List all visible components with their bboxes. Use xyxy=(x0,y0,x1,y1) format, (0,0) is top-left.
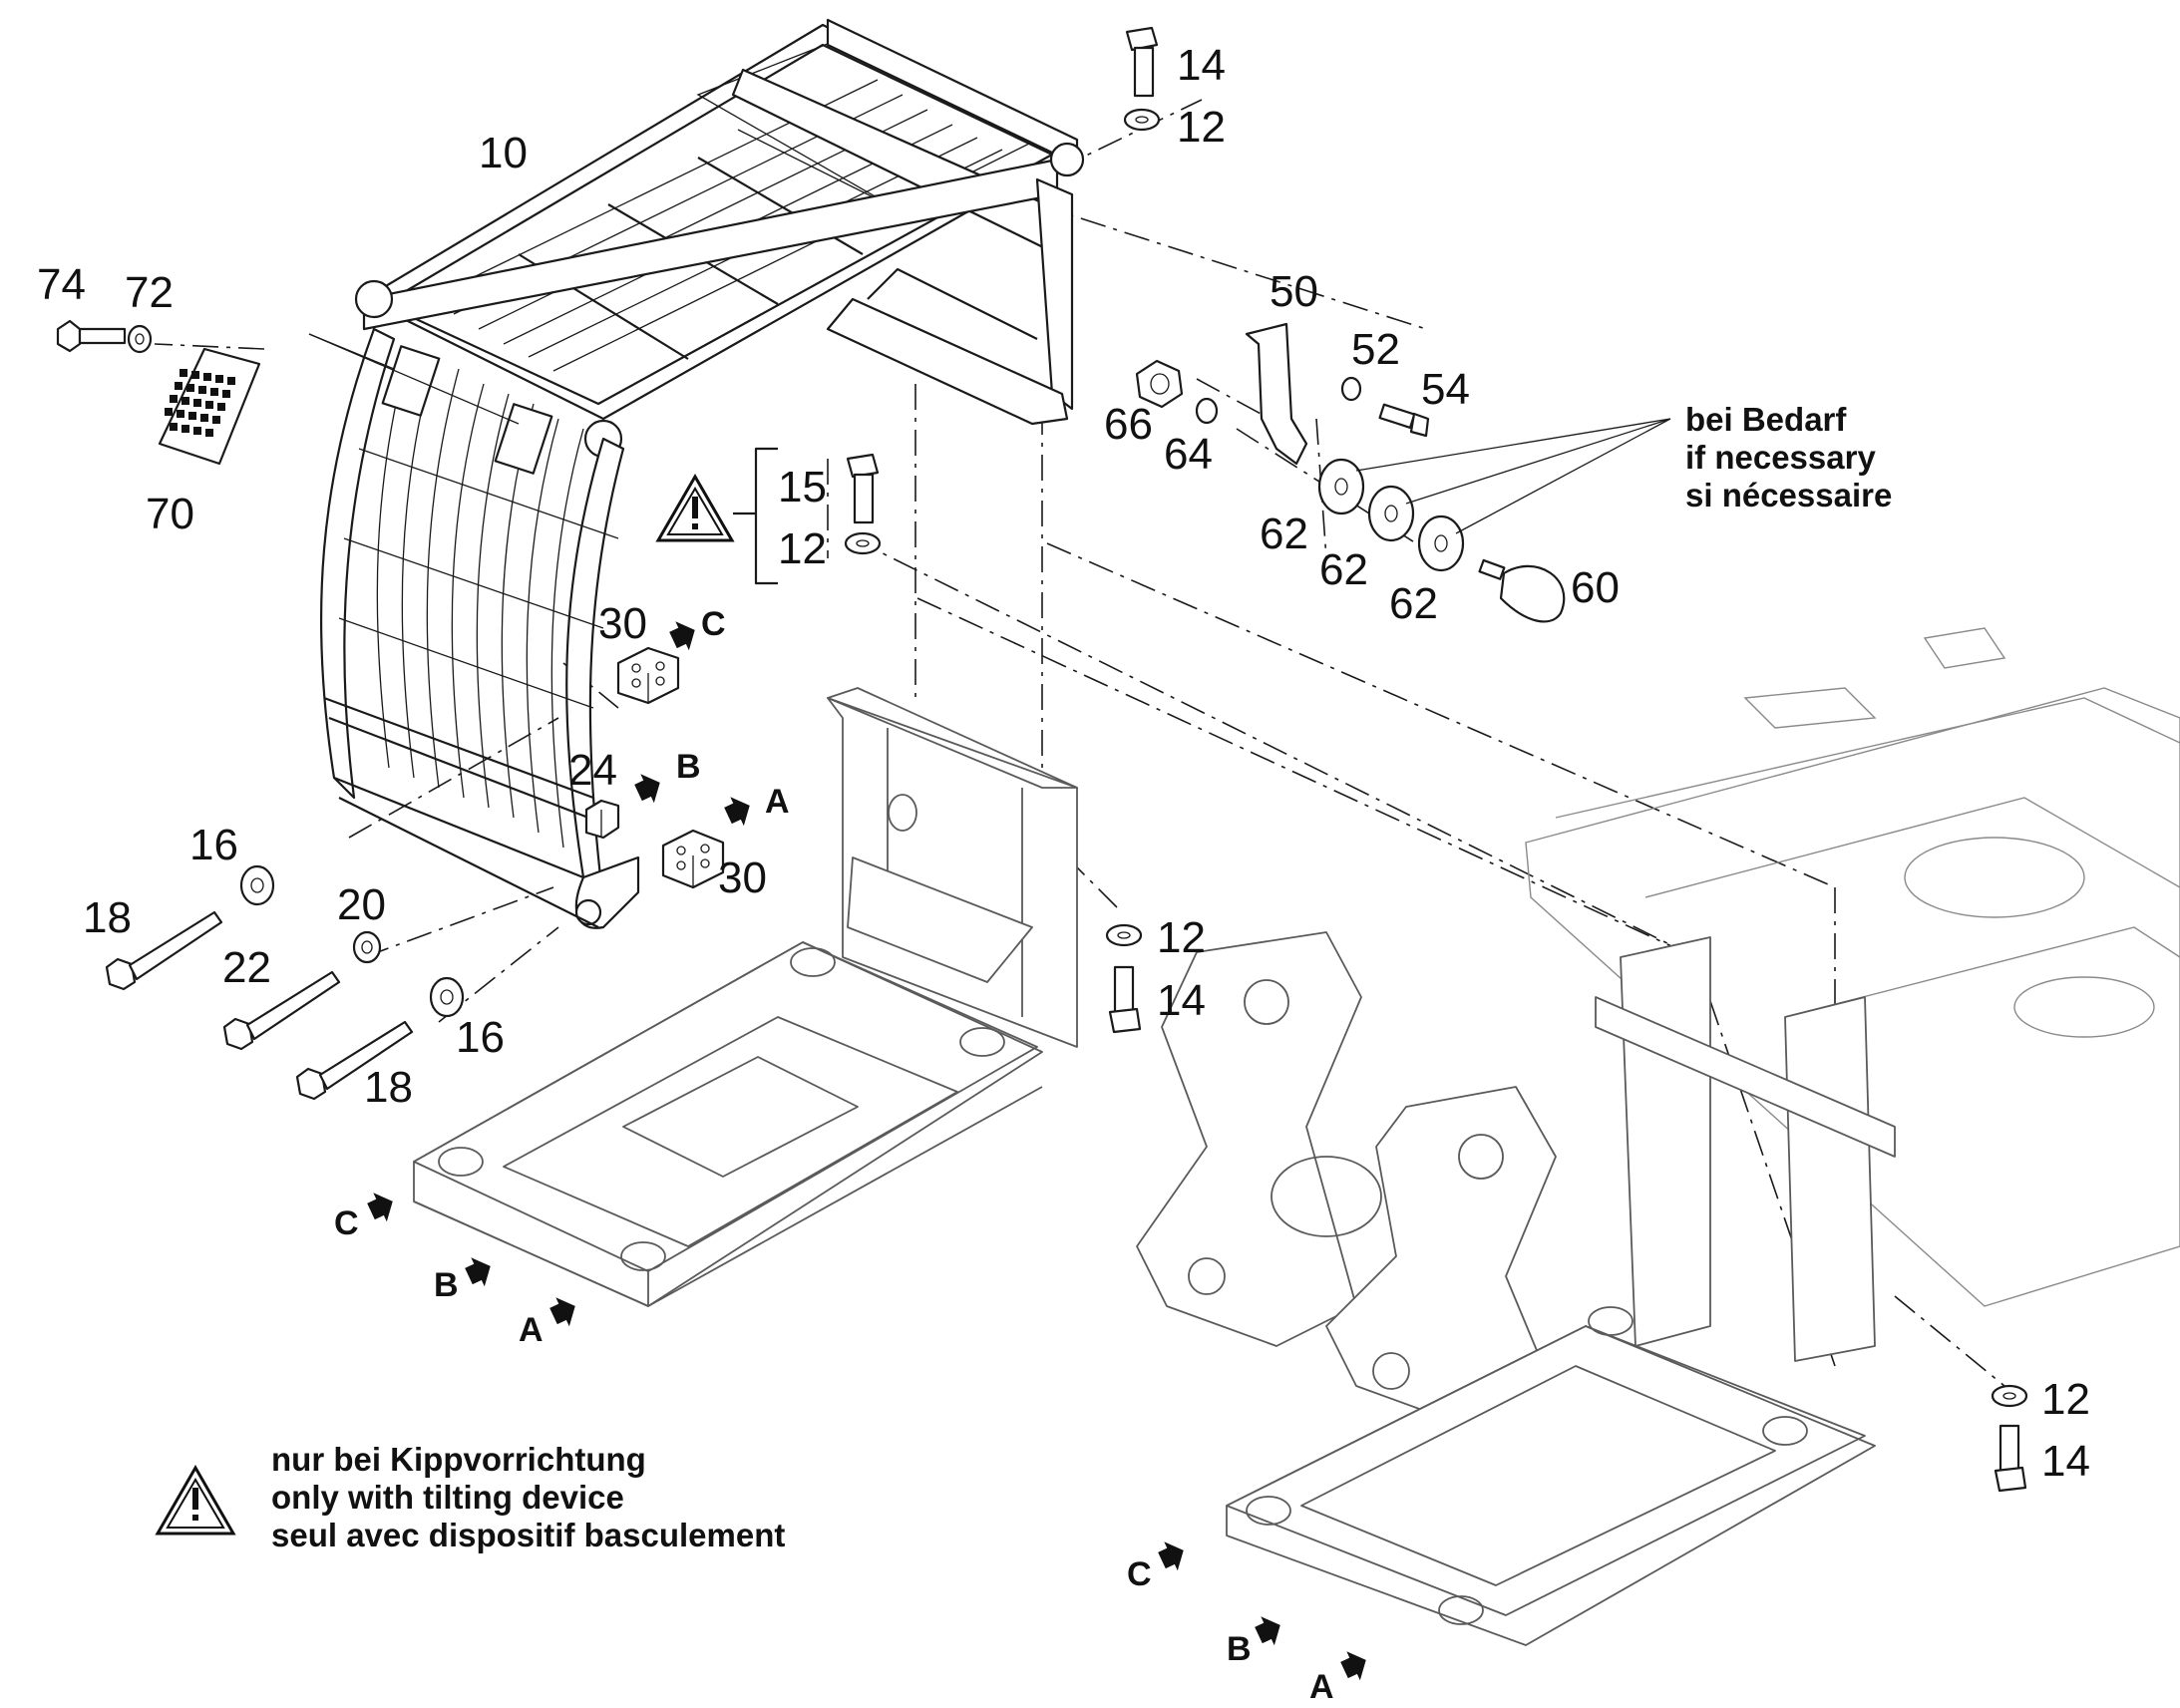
ref-c-frame-left: C xyxy=(334,1204,359,1242)
label-18-lower: 18 xyxy=(364,1063,413,1112)
label-16-lower: 16 xyxy=(456,1013,505,1062)
ref-b-24: B xyxy=(676,748,701,786)
label-74: 74 xyxy=(37,260,86,309)
warning-triangle-icon xyxy=(155,1464,236,1536)
washer-12-warn xyxy=(844,531,882,555)
small-grille-plate xyxy=(158,347,261,466)
ref-a-30: A xyxy=(765,783,790,821)
washer-72 xyxy=(127,324,153,354)
block-24 xyxy=(584,799,620,840)
spacer-16-lower xyxy=(429,976,465,1018)
label-70: 70 xyxy=(146,490,194,538)
warning-note-de: nur bei Kippvorrichtung xyxy=(271,1441,646,1478)
label-10: 10 xyxy=(479,129,528,177)
label-20: 20 xyxy=(337,880,386,929)
buffer-60 xyxy=(1478,558,1566,623)
label-62-b: 62 xyxy=(1319,545,1368,594)
right-machine-frame xyxy=(1136,627,2180,1646)
ref-b-frame-left: B xyxy=(434,1266,459,1304)
warning-bracket xyxy=(733,447,778,585)
warning-triangle-icon xyxy=(655,474,735,542)
bolt-15 xyxy=(846,453,880,524)
optional-note-en: if necessary xyxy=(1685,439,1876,476)
label-12-mid: 12 xyxy=(1157,913,1206,962)
washer-52 xyxy=(1340,376,1362,402)
label-18-upper: 18 xyxy=(83,893,132,942)
ref-b-frame-right: B xyxy=(1227,1630,1252,1668)
bolt-18-upper xyxy=(105,910,223,991)
label-12-warn: 12 xyxy=(778,524,827,573)
washer-64 xyxy=(1195,397,1219,425)
ref-c-frame-right: C xyxy=(1127,1555,1152,1593)
bolt-22 xyxy=(222,970,341,1051)
washer-12-mid xyxy=(1105,923,1143,947)
ref-a-frame-left: A xyxy=(519,1311,544,1349)
spacer-16-upper xyxy=(239,864,275,906)
washer-12-top xyxy=(1123,108,1161,132)
block-30-lower xyxy=(661,829,725,889)
label-14-mid: 14 xyxy=(1157,976,1206,1025)
optional-note: bei Bedarf if necessary si nécessaire xyxy=(1685,401,1892,513)
bolt-14-top xyxy=(1125,26,1159,98)
label-15: 15 xyxy=(778,463,827,512)
label-14-top: 14 xyxy=(1177,41,1226,90)
label-62-a: 62 xyxy=(1260,510,1308,558)
reference-letters: C B A C B A C B A xyxy=(334,605,1334,1706)
label-72: 72 xyxy=(125,268,174,317)
washer-12-right xyxy=(1991,1384,2028,1408)
washer-62-b xyxy=(1367,485,1415,542)
washer-62-c xyxy=(1417,514,1465,572)
label-12-top: 12 xyxy=(1177,103,1226,152)
label-12-right: 12 xyxy=(2041,1375,2090,1424)
ref-a-frame-right: A xyxy=(1309,1668,1334,1706)
bolt-54 xyxy=(1378,403,1430,438)
washer-20 xyxy=(352,930,382,964)
nut-66 xyxy=(1135,359,1184,409)
label-30-upper: 30 xyxy=(598,599,647,648)
protective-grille-assembly xyxy=(319,18,1085,929)
optional-note-de: bei Bedarf xyxy=(1685,401,1847,438)
label-60: 60 xyxy=(1571,563,1620,612)
hardware xyxy=(56,26,2028,1493)
label-16-upper: 16 xyxy=(189,821,238,869)
label-50: 50 xyxy=(1270,267,1318,316)
label-30-lower: 30 xyxy=(718,854,767,902)
part-labels: 10 14 12 15 12 50 52 54 66 64 62 62 62 6… xyxy=(37,41,2090,1486)
optional-note-fr: si nécessaire xyxy=(1685,477,1892,513)
label-64: 64 xyxy=(1164,430,1213,479)
label-24: 24 xyxy=(568,746,617,795)
label-66: 66 xyxy=(1104,400,1153,449)
bolt-14-mid xyxy=(1108,965,1142,1034)
warning-note-en: only with tilting device xyxy=(271,1479,624,1516)
warning-note-fr: seul avec dispositif basculement xyxy=(271,1517,785,1553)
label-14-right: 14 xyxy=(2041,1437,2090,1486)
bolt-14-right xyxy=(1994,1424,2027,1493)
optional-leader-lines xyxy=(308,333,1671,534)
left-subframe xyxy=(413,687,1078,1307)
label-62-c: 62 xyxy=(1389,579,1438,628)
warning-note: nur bei Kippvorrichtung only with tiltin… xyxy=(271,1441,785,1553)
block-30-upper xyxy=(616,646,680,705)
label-52: 52 xyxy=(1351,325,1400,374)
label-54: 54 xyxy=(1421,365,1470,414)
washer-62-a xyxy=(1317,458,1365,515)
ref-c-30: C xyxy=(701,605,726,643)
bolt-74 xyxy=(56,319,127,353)
bracket-50 xyxy=(1245,322,1308,466)
bolt-18-lower xyxy=(295,1020,414,1101)
label-22: 22 xyxy=(222,943,271,992)
